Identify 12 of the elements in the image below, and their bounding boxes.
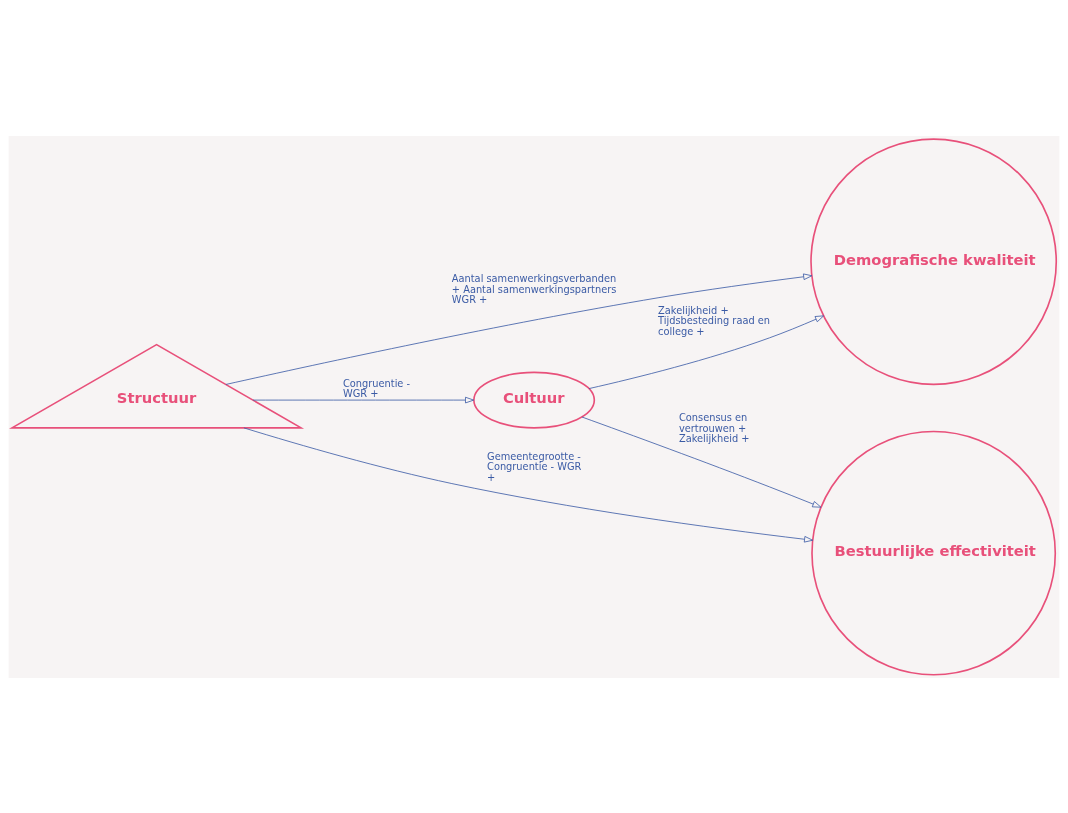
arrow [243,426,814,543]
arrow [225,273,813,385]
edge-label: Congruentie - WGR + [342,377,411,399]
edge-label: Gemeentegrootte - Congruentie - WGR + [487,450,582,483]
node-circle: Demografische kwaliteit [810,137,1058,385]
arrow [252,396,475,403]
arrow [581,416,822,508]
edge-label: Zakelijkheid + Tijdsbesteding raad en college + [658,304,771,337]
edge-label: Aantal samenwerkingsverbanden + Aantal samenwerkingspartners WGR + [451,272,617,305]
edge-label: Consensus en vertrouwen + Zakelijkheid + [678,411,750,444]
node-ellipse: Cultuur [473,371,596,429]
arrow [588,314,825,389]
